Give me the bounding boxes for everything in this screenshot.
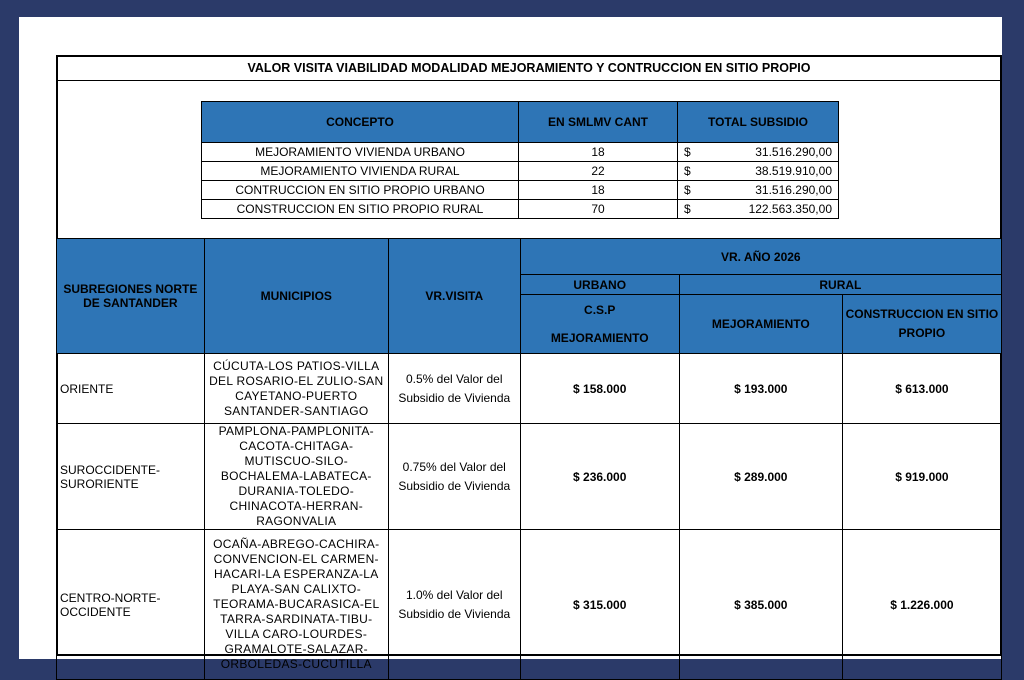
- document-frame: VALOR VISITA VIABILIDAD MODALIDAD MEJORA…: [56, 55, 1003, 680]
- currency-symbol: $: [684, 202, 691, 216]
- concepto-cell: CONSTRUCCION EN SITIO PROPIO RURAL: [201, 199, 519, 219]
- visita-cell: 0.5% del Valor del Subsidio de Vivienda: [387, 353, 521, 424]
- construccion-value: $ 613.000: [841, 353, 1003, 424]
- total-value: 38.519.910,00: [755, 164, 832, 178]
- urbano-value: $ 315.000: [519, 529, 680, 680]
- visita-cell: 0.75% del Valor del Subsidio de Vivienda: [387, 423, 521, 530]
- total-cell: $38.519.910,00: [677, 161, 839, 181]
- region-cell: ORIENTE: [56, 353, 205, 424]
- currency-symbol: $: [684, 183, 691, 197]
- municipios-header: MUNICIPIOS: [203, 238, 389, 354]
- construccion-header: CONSTRUCCION EN SITIO PROPIO: [841, 294, 1003, 354]
- header-row-3: C.S.P MEJORAMIENTO MEJORAMIENTO CONSTRUC…: [57, 294, 1003, 354]
- cant-cell: 18: [518, 142, 678, 162]
- mejoramiento-rural-header: MEJORAMIENTO: [678, 294, 843, 354]
- total-value: 31.516.290,00: [755, 145, 832, 159]
- urbano-value: $ 158.000: [519, 353, 680, 424]
- total-cell: $122.563.350,00: [677, 199, 839, 219]
- municipios-cell: CÚCUTA-LOS PATIOS-VILLA DEL ROSARIO-EL Z…: [203, 353, 389, 424]
- concepto-cell: CONTRUCCION EN SITIO PROPIO URBANO: [201, 180, 519, 200]
- mejoramiento-value: $ 385.000: [678, 529, 843, 680]
- year-header: VR. AÑO 2026: [519, 238, 1003, 275]
- csp-label: C.S.P: [584, 303, 616, 317]
- header-row-2: URBANO RURAL: [57, 274, 1003, 295]
- construccion-value: $ 919.000: [841, 423, 1003, 530]
- subregiones-header: SUBREGIONES NORTE DE SANTANDER: [56, 238, 205, 354]
- construccion-value: $ 1.226.000: [841, 529, 1003, 680]
- urbano-value: $ 236.000: [519, 423, 680, 530]
- concepto-cell: MEJORAMIENTO VIVIENDA RURAL: [201, 161, 519, 181]
- cant-cell: 18: [518, 180, 678, 200]
- rural-header: RURAL: [678, 274, 1003, 295]
- concepto-cell: MEJORAMIENTO VIVIENDA URBANO: [201, 142, 519, 162]
- concept-header-row: CONCEPTO EN SMLMV CANT TOTAL SUBSIDIO: [201, 101, 839, 143]
- csp-header: C.S.P MEJORAMIENTO: [519, 294, 680, 354]
- visit-value-table: SUBREGIONES NORTE DE SANTANDER MUNICIPIO…: [56, 238, 1003, 680]
- mejoramiento-urbano-label: MEJORAMIENTO: [550, 331, 649, 345]
- total-header: TOTAL SUBSIDIO: [677, 101, 839, 143]
- currency-symbol: $: [684, 145, 691, 159]
- mejoramiento-value: $ 289.000: [678, 423, 843, 530]
- total-cell: $31.516.290,00: [677, 142, 839, 162]
- concept-table: CONCEPTO EN SMLMV CANT TOTAL SUBSIDIO ME…: [201, 101, 839, 219]
- document-sheet: VALOR VISITA VIABILIDAD MODALIDAD MEJORA…: [19, 17, 1003, 680]
- concept-header: CONCEPTO: [201, 101, 519, 143]
- mejoramiento-value: $ 193.000: [678, 353, 843, 424]
- cant-cell: 70: [518, 199, 678, 219]
- total-value: 122.563.350,00: [748, 202, 832, 216]
- cant-header: EN SMLMV CANT: [518, 101, 678, 143]
- header-row-1: SUBREGIONES NORTE DE SANTANDER MUNICIPIO…: [56, 238, 1003, 354]
- municipios-cell: OCAÑA-ABREGO-CACHIRA-CONVENCION-EL CARME…: [203, 529, 389, 680]
- visita-cell: 1.0% del Valor del Subsidio de Vivienda: [387, 529, 521, 680]
- total-value: 31.516.290,00: [755, 183, 832, 197]
- municipios-cell: PAMPLONA-PAMPLONITA-CACOTA-CHITAGA-MUTIS…: [203, 423, 389, 530]
- document-title: VALOR VISITA VIABILIDAD MODALIDAD MEJORA…: [58, 57, 1000, 81]
- currency-symbol: $: [684, 164, 691, 178]
- region-cell: CENTRO-NORTE-OCCIDENTE: [56, 529, 205, 680]
- urbano-header: URBANO: [519, 274, 680, 295]
- cant-cell: 22: [518, 161, 678, 181]
- visita-header: VR.VISITA: [387, 238, 521, 354]
- total-cell: $31.516.290,00: [677, 180, 839, 200]
- region-cell: SUROCCIDENTE-SURORIENTE: [56, 423, 205, 530]
